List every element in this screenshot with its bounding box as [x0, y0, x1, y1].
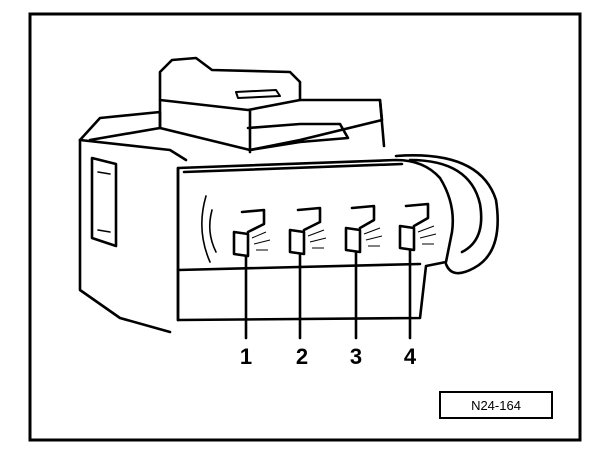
terminal-4 — [398, 202, 437, 252]
terminal-2 — [288, 206, 327, 256]
terminal-1 — [232, 208, 271, 258]
pin-label-3: 3 — [350, 344, 362, 369]
reference-code-box — [439, 391, 553, 419]
pin-label-4: 4 — [404, 344, 417, 369]
pin-label-2: 2 — [296, 344, 308, 369]
terminal-3 — [344, 204, 383, 254]
connector-housing — [78, 56, 499, 340]
reference-code: N24-164 — [471, 398, 521, 413]
figure-border — [28, 12, 582, 442]
pin-label-1: 1 — [240, 344, 252, 369]
